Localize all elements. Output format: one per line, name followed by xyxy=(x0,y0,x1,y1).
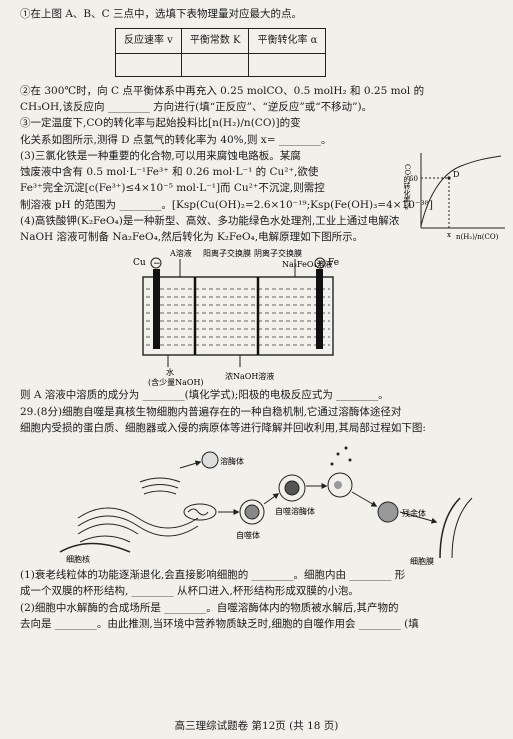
cu-label: Cu xyxy=(133,258,146,268)
plus-terminal-icon xyxy=(314,257,326,269)
part4-answer: 则 A 溶液中溶质的成分为 ________(填化学式);阳极的电极反应式为 _… xyxy=(20,389,389,402)
graph-xtick: x xyxy=(447,231,451,239)
co-conversion-graph: CO的转化率% 60 D x n(H₂)/n(CO) xyxy=(401,148,511,243)
a-solution-label: A溶液 xyxy=(169,249,192,258)
cell-membrane-label: 细胞膜 xyxy=(410,556,434,566)
q2-line1: ②在 300℃时，向 C 点平衡体系中再充入 0.25 molCO、0.5 mo… xyxy=(20,84,425,97)
graph-ylabel: CO的转化率% xyxy=(403,164,411,210)
part4-line1: (4)高铁酸钾(K₂FeO₄)是一种新型、高效、多功能绿色水处理剂,工业上通过电… xyxy=(20,214,400,227)
q29-2-line2: 去向是 ________。由此推测,当环境中营养物质缺乏时,细胞的自噬作用会 _… xyxy=(20,618,419,631)
autophagosome-icon xyxy=(239,499,265,525)
table-cell xyxy=(115,52,182,77)
graph-ytick: 60 xyxy=(409,175,418,183)
naoh-label: 浓NaOH溶液 xyxy=(225,371,274,381)
lysosome-label: 溶酶体 xyxy=(220,456,244,466)
lysosome-icon xyxy=(201,451,219,469)
fe-label: Fe xyxy=(328,258,339,268)
minus-sign: − xyxy=(153,259,161,269)
q3-line2: 化关系如图所示,测得 D 点氢气的转化率为 40%,则 x= ________。 xyxy=(20,133,332,146)
page-footer: 高三理综试题卷 第12页 (共 18 页) xyxy=(174,720,339,732)
anion-membrane-label: 阴离子交换膜 xyxy=(254,249,302,258)
cation-membrane-label: 阳离子交换膜 xyxy=(203,249,251,258)
table-header-rate: 反应速率 v xyxy=(115,28,182,54)
cu-electrode xyxy=(153,269,160,350)
part4-line2: NaOH 溶液可制备 Na₂FeO₄,然后转化为 K₂FeO₄,电解原理如下图所… xyxy=(20,231,364,244)
na2feo4-label: Na₂FeO₄溶液 xyxy=(282,259,333,269)
q29-2-line1: (2)细胞中水解酶的合成场所是 ________。自噬溶酶体内的物质被水解后,其… xyxy=(20,601,399,614)
fe-electrode xyxy=(316,269,323,350)
q2-line2: CH₃OH,该反应向 ________ 方向进行(填“正反应”、“逆反应”或“不… xyxy=(20,101,373,114)
part3-line3: Fe³⁺完全沉淀[c(Fe³⁺)≤4×10⁻⁵ mol·L⁻¹]而 Cu²⁺不沉… xyxy=(20,182,325,195)
q1-text: ①在上图 A、B、C 三点中，选填下表物理量对应最大的点。 xyxy=(20,8,303,20)
graph-xlabel: n(H₂)/n(CO) xyxy=(456,233,499,241)
water-label: 水 xyxy=(166,367,174,377)
nucleus-shape xyxy=(59,543,131,553)
q29-1-line2: 成一个双膜的杯形结构, ________ 从杯口进入,杯形结构形成双膜的小泡。 xyxy=(20,585,359,598)
graph-point: D xyxy=(453,170,459,179)
autolysosome-icon xyxy=(278,474,306,502)
minus-terminal-icon xyxy=(150,257,162,269)
part3-line2: 蚀废液中含有 0.5 mol·L⁻¹Fe³⁺ 和 0.26 mol·L⁻¹ 的 … xyxy=(20,166,319,179)
q3-line1: ③一定温度下,CO的转化率与起始投料比[n(H₂)/n(CO)]的变 xyxy=(20,117,301,130)
table-header-constant: 平衡常数 K xyxy=(180,28,250,54)
autolysosome-label: 自噬溶酶体 xyxy=(275,506,315,516)
q29-1-line1: (1)衰老线粒体的功能逐渐退化,会直接影响细胞的 ________。细胞内由 _… xyxy=(20,569,406,582)
table-cell xyxy=(248,52,327,77)
cell-membrane-shape xyxy=(439,497,461,559)
q29-line1: 29.(8分)细胞自噬是真核生物细胞内普遍存在的一种自稳机制,它通过溶酶体途径对 xyxy=(20,405,402,418)
plus-sign: + xyxy=(316,259,324,269)
residual-body-icon xyxy=(377,501,399,523)
autophagosome-label: 自噬体 xyxy=(236,530,260,540)
table-header-conversion: 平衡转化率 α xyxy=(248,28,327,54)
autophagy-diagram: 溶酶体 自噬体 自噬溶酶体 残余体 细胞核 细胞膜 xyxy=(20,440,496,567)
table-cell xyxy=(180,52,250,77)
part3-line1: (3)三氯化铁是一种重要的化合物,可以用来腐蚀电路板。某腐 xyxy=(20,149,301,162)
q29-line2: 细胞内受损的蛋白质、细胞器或入侵的病原体等进行降解并回收利用,其局部过程如下图: xyxy=(20,421,426,434)
electrolysis-diagram: − + Cu Fe A溶液 阳离子交换膜 阴离子交换膜 Na₂FeO₄溶液 水 … xyxy=(20,248,496,387)
part3-line4: 制溶液 pH 的范围为 ________。[Ksp(Cu(OH)₂=2.6×10… xyxy=(20,198,433,211)
residual-body-label: 残余体 xyxy=(402,508,426,518)
answer-table: 反应速率 v 平衡常数 K 平衡转化率 α xyxy=(115,28,327,77)
nucleus-label: 细胞核 xyxy=(66,554,90,564)
water-note: (含少量NaOH) xyxy=(148,377,204,387)
